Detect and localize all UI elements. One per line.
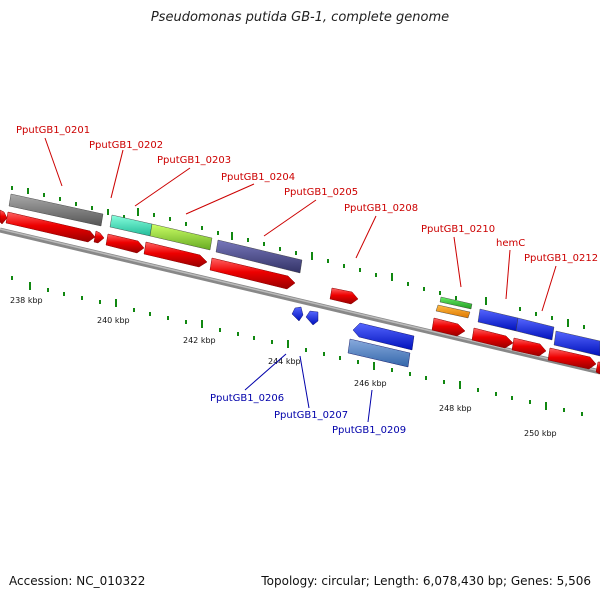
reverse-feature-track <box>291 306 415 368</box>
scale-label: 238 kbp <box>10 296 43 305</box>
cds-arrow[interactable] <box>209 257 296 290</box>
scale-labels: 238 kbp 240 kbp 242 kbp 244 kbp 246 kbp … <box>10 296 557 438</box>
outer-tick-row <box>11 186 585 329</box>
cds-arrow[interactable] <box>511 337 547 357</box>
cds-arrow[interactable] <box>143 241 208 268</box>
lime-feature[interactable] <box>149 223 213 251</box>
accession-text: Accession: NC_010322 <box>9 574 146 588</box>
gene-label[interactable]: PputGB1_0208 <box>344 203 418 214</box>
inner-tick-row <box>11 276 583 416</box>
steel-feature[interactable] <box>347 338 411 368</box>
reverse-cds-arrow[interactable] <box>305 310 319 326</box>
gene-label[interactable]: PputGB1_0212 <box>524 253 598 264</box>
scale-label: 240 kbp <box>97 316 130 325</box>
gene-label[interactable]: PputGB1_0210 <box>421 224 495 235</box>
scale-label: 244 kbp <box>268 357 301 366</box>
gene-label[interactable]: PputGB1_0203 <box>157 155 231 166</box>
cds-arrow[interactable] <box>431 317 466 337</box>
navy-feature[interactable] <box>215 239 303 274</box>
gene-label[interactable]: PputGB1_0201 <box>16 125 90 136</box>
cds-arrow[interactable] <box>0 209 8 225</box>
scale-label: 248 kbp <box>439 404 472 413</box>
orange-feature[interactable] <box>435 304 471 319</box>
genome-summary-text: Topology: circular; Length: 6,078,430 bp… <box>261 574 591 588</box>
gene-label[interactable]: PputGB1_0202 <box>89 140 163 151</box>
reverse-labels: PputGB1_0206 PputGB1_0207 PputGB1_0209 <box>210 393 406 436</box>
cds-arrow[interactable] <box>93 230 105 244</box>
scale-label: 246 kbp <box>354 379 387 388</box>
gene-label[interactable]: PputGB1_0205 <box>284 187 358 198</box>
cds-arrow[interactable] <box>5 211 96 243</box>
reverse-label-leaders <box>244 353 373 423</box>
gray-feature[interactable] <box>8 193 104 227</box>
scale-label: 250 kbp <box>524 429 557 438</box>
gene-label[interactable]: PputGB1_0207 <box>274 410 348 421</box>
blue-feature[interactable] <box>553 330 600 357</box>
gene-label[interactable]: PputGB1_0204 <box>221 172 295 183</box>
cds-arrow[interactable] <box>105 233 145 254</box>
cds-arrow[interactable] <box>329 287 359 305</box>
reverse-cds-arrow[interactable] <box>352 322 415 351</box>
green-feature[interactable] <box>439 296 473 310</box>
gene-label[interactable]: hemC <box>496 238 525 249</box>
blue-feature[interactable] <box>515 317 555 341</box>
gene-label[interactable]: PputGB1_0206 <box>210 393 284 404</box>
cyan-feature[interactable] <box>109 214 153 237</box>
forward-cds-track <box>0 209 600 375</box>
cds-arrow[interactable] <box>471 327 514 349</box>
cds-arrow[interactable] <box>547 347 597 370</box>
scale-label: 242 kbp <box>183 336 216 345</box>
cds-arrow[interactable] <box>595 361 600 375</box>
blue-feature[interactable] <box>477 308 519 332</box>
forward-feature-track <box>8 193 600 357</box>
forward-labels: PputGB1_0201 PputGB1_0202 PputGB1_0203 P… <box>16 125 598 264</box>
genome-backbone <box>0 227 600 375</box>
map-title: Pseudomonas putida GB-1, complete genome <box>150 10 450 25</box>
forward-label-leaders <box>44 137 557 312</box>
reverse-cds-arrow[interactable] <box>291 306 304 322</box>
gene-label[interactable]: PputGB1_0209 <box>332 425 406 436</box>
